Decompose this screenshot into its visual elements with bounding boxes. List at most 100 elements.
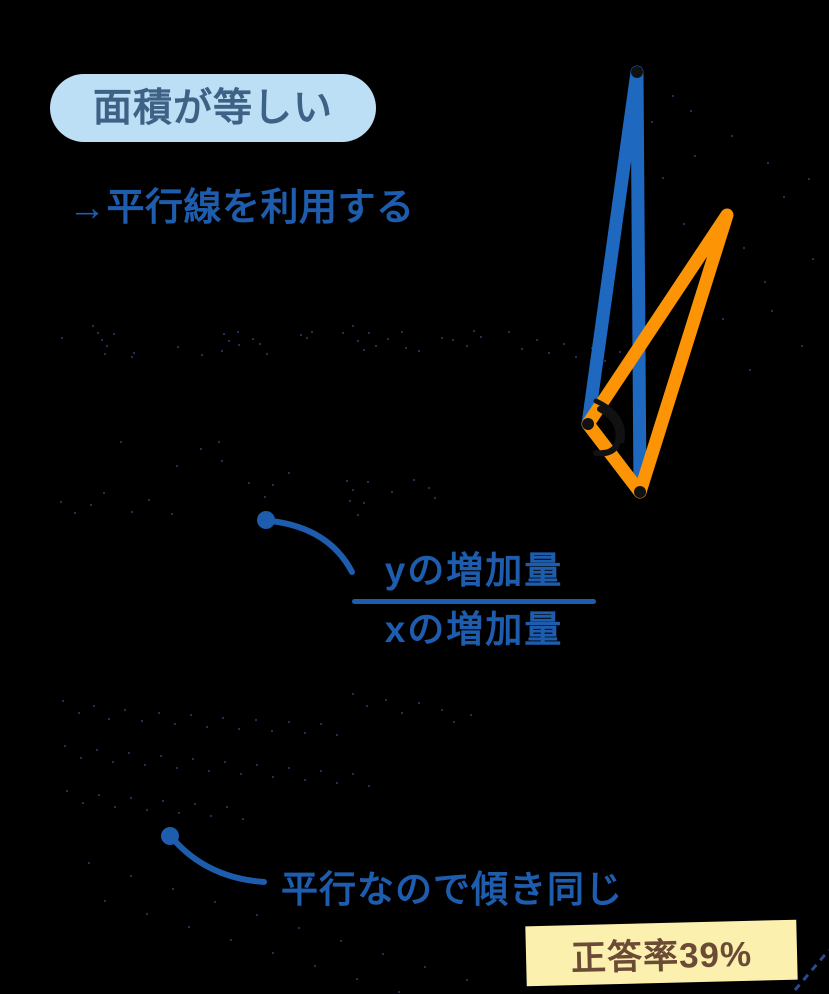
speckle-dot xyxy=(221,350,223,352)
speckle-dot xyxy=(104,353,106,355)
vertex-dot-bottom xyxy=(634,486,646,498)
speckle-dot xyxy=(405,347,407,349)
speckle-dot xyxy=(314,965,316,967)
speckle-dot xyxy=(367,481,369,483)
fraction-bar xyxy=(352,598,596,604)
speckle-dot xyxy=(174,723,176,725)
speckle-dot xyxy=(255,719,257,721)
speckle-dot xyxy=(743,247,745,249)
speckle-dot xyxy=(237,331,239,333)
speckle-dot xyxy=(304,779,306,781)
speckle-dot xyxy=(90,504,92,506)
speckle-dot xyxy=(375,345,377,347)
speckle-dot xyxy=(194,803,196,805)
speckle-dot xyxy=(190,714,192,716)
speckle-dot xyxy=(336,734,338,736)
speckle-dot xyxy=(368,785,370,787)
speckle-dot xyxy=(298,927,300,929)
speckle-dot xyxy=(272,776,274,778)
speckle-dot xyxy=(357,514,359,516)
speckle-dot xyxy=(722,318,724,320)
speckle-dot xyxy=(662,177,664,179)
speckle-dot xyxy=(288,767,290,769)
speckle-dot xyxy=(306,337,308,339)
orange-triangle xyxy=(581,208,734,499)
speckle-dot xyxy=(96,749,98,751)
speckle-dot xyxy=(320,770,322,772)
speckle-dot xyxy=(356,978,358,980)
speckle-dot xyxy=(176,767,178,769)
speckle-dot xyxy=(591,347,593,349)
speckle-dot xyxy=(228,340,230,342)
speckle-dot xyxy=(466,345,468,347)
speckle-dot xyxy=(470,714,472,716)
speckle-dot xyxy=(441,337,443,339)
vertex-dot-apex xyxy=(631,66,643,78)
speckle-dot xyxy=(172,888,174,890)
speckle-dot xyxy=(764,281,766,283)
speckle-dot xyxy=(683,223,685,225)
speckle-dot xyxy=(82,802,84,804)
speckle-dot xyxy=(690,110,692,112)
speckle-dot xyxy=(214,901,216,903)
speckle-dot xyxy=(418,350,420,352)
speckle-dot xyxy=(473,330,475,332)
speckle-dot xyxy=(272,952,274,954)
speckle-dot xyxy=(78,712,80,714)
speckle-dot xyxy=(252,338,254,340)
speckle-dot xyxy=(201,354,203,356)
speckle-dot xyxy=(80,757,82,759)
speckle-dot xyxy=(206,726,208,728)
speckle-dot xyxy=(146,809,148,811)
angle-marker-icon xyxy=(593,406,622,457)
speckle-dot xyxy=(62,700,64,702)
speckle-dot xyxy=(131,511,133,513)
speckle-dot xyxy=(98,794,100,796)
correct-rate-label: 正答率39% xyxy=(570,934,753,978)
speckle-dot xyxy=(223,333,225,335)
speckle-dot xyxy=(418,702,420,704)
speckle-dot xyxy=(352,693,354,695)
speckle-dot xyxy=(413,479,415,481)
speckle-dot xyxy=(340,940,342,942)
speckle-dot xyxy=(352,489,354,491)
bottom-note-text: 平行なので傾き同じ xyxy=(281,869,623,910)
speckle-dot xyxy=(783,196,785,198)
speckle-dot xyxy=(508,331,510,333)
speckle-dot xyxy=(101,339,103,341)
speckle-dot xyxy=(158,712,160,714)
speckle-dot xyxy=(320,723,322,725)
correct-rate-highlight: 正答率39% xyxy=(525,919,798,987)
speckle-dot xyxy=(92,325,94,327)
speckle-dot xyxy=(288,721,290,723)
speckle-dot xyxy=(382,953,384,955)
speckle-dot xyxy=(103,492,105,494)
speckle-dot xyxy=(130,797,132,799)
fraction-leader-line xyxy=(268,518,355,575)
speckle-dot xyxy=(61,337,63,339)
speckle-dot xyxy=(368,332,370,334)
speckle-dot xyxy=(731,135,733,137)
speckle-dot xyxy=(304,732,306,734)
vertex-dot-left xyxy=(582,418,594,430)
speckle-dot xyxy=(563,343,565,345)
speckle-dot xyxy=(767,162,769,164)
speckle-dot xyxy=(192,758,194,760)
speckle-dot xyxy=(97,332,99,334)
status-badge: 面積が等しい xyxy=(50,74,376,142)
angle-marker-secondary-icon xyxy=(593,398,625,444)
fraction-denominator: xの増加量 xyxy=(384,608,564,650)
speckle-dot xyxy=(104,900,106,902)
speckle-dot xyxy=(130,875,132,877)
speckle-dot xyxy=(363,502,365,504)
speckle-dot xyxy=(160,755,162,757)
speckle-dot xyxy=(259,343,261,345)
speckle-dot xyxy=(264,496,266,498)
speckle-dot xyxy=(575,356,577,358)
speckle-dot xyxy=(178,812,180,814)
speckle-dot xyxy=(256,914,258,916)
speckle-dot xyxy=(177,346,179,348)
fraction-numerator: yの増加量 xyxy=(384,550,564,591)
